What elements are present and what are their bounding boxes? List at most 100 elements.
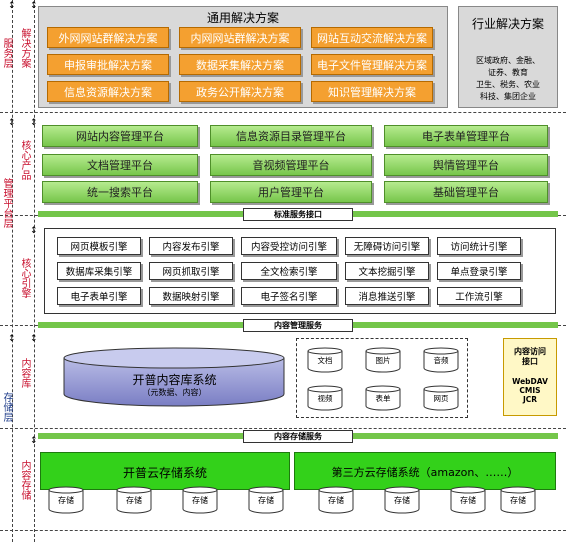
engine-item: 全文检索引擎 <box>241 262 337 280</box>
storage-unit: 存储 <box>318 486 354 514</box>
content-type-item-shape <box>423 347 459 373</box>
engine-item: 单点登录引擎 <box>437 262 521 280</box>
content-type-item-shape <box>307 385 343 411</box>
storage-unit-shape <box>182 486 218 514</box>
arrow-icon: ↕ <box>30 334 38 344</box>
engine-item: 访问统计引擎 <box>437 237 521 255</box>
storage-unit-shape <box>384 486 420 514</box>
divider-bottom <box>0 530 566 531</box>
product-item: 电子表单管理平台 <box>384 125 548 147</box>
solution-item: 网站互动交流解决方案 <box>311 27 433 48</box>
storage-unit: 存储 <box>450 486 486 514</box>
access-title-line: 接口 <box>522 357 538 366</box>
storage-unit-label: 存储 <box>510 496 526 505</box>
product-item: 用户管理平台 <box>210 181 372 203</box>
storage-unit: 存储 <box>48 486 84 514</box>
industry-line: 卫生、税务、农业 <box>476 80 540 89</box>
engine-item: 数据库采集引擎 <box>57 262 141 280</box>
label-content-repo: 内容库 <box>19 358 30 388</box>
storage-unit-shape <box>500 486 536 514</box>
axis-line-outer <box>12 0 13 542</box>
storage-unit: 存储 <box>182 486 218 514</box>
divider-service <box>0 112 566 113</box>
content-type-item: 音频 <box>423 347 459 373</box>
label-storage-layer: 存储层 <box>1 392 12 422</box>
label-service-layer: 服务层 <box>1 38 12 68</box>
storage-unit: 存储 <box>116 486 152 514</box>
core-products-area: 网站内容管理平台信息资源目录管理平台电子表单管理平台文档管理平台音视频管理平台舆… <box>38 119 558 207</box>
product-item: 信息资源目录管理平台 <box>210 125 372 147</box>
storage-unit-label: 存储 <box>192 496 208 505</box>
content-type-item-label: 文档 <box>317 356 333 365</box>
engines-panel: 网页模板引擎内容发布引擎内容受控访问引擎无障碍访问引擎访问统计引擎数据库采集引擎… <box>44 228 556 314</box>
engine-item: 消息推送引擎 <box>345 287 429 305</box>
label-core-products: 核心产品 <box>19 140 30 180</box>
product-item: 统一搜索平台 <box>42 181 198 203</box>
access-title-line: 内容访问 <box>514 347 546 356</box>
solution-item: 外网网站群解决方案 <box>47 27 169 48</box>
storage-unit: 存储 <box>500 486 536 514</box>
engine-item: 工作流引擎 <box>437 287 521 305</box>
product-item: 音视频管理平台 <box>210 154 372 176</box>
general-solutions-panel: 通用解决方案 外网网站群解决方案内网网站群解决方案网站互动交流解决方案申报审批解… <box>38 6 448 108</box>
label-solutions: 解决方案 <box>19 28 30 68</box>
content-type-item-shape <box>307 347 343 373</box>
label-core-engines: 核心引擎 <box>19 258 30 298</box>
storage-unit-shape <box>48 486 84 514</box>
solution-item: 电子文件管理解决方案 <box>311 54 433 75</box>
content-type-item-shape <box>365 347 401 373</box>
arrow-icon: ↕ <box>8 334 16 344</box>
storage-unit-shape <box>116 486 152 514</box>
solution-item: 政务公开解决方案 <box>179 81 301 102</box>
engine-item: 内容受控访问引擎 <box>241 237 337 255</box>
engine-item: 文本挖掘引擎 <box>345 262 429 280</box>
content-type-item-label: 图片 <box>375 356 391 365</box>
storage-unit-label: 存储 <box>126 496 142 505</box>
protocol-item: CMIS <box>519 386 541 395</box>
content-type-item: 网页 <box>423 385 459 411</box>
product-item: 网站内容管理平台 <box>42 125 198 147</box>
access-interface-box: 内容访问 接口 WebDAV CMIS JCR <box>503 338 557 416</box>
third-storage-box: 第三方云存储系统（amazon、……） <box>294 452 556 490</box>
engine-item: 无障碍访问引擎 <box>345 237 429 255</box>
content-type-item-label: 音频 <box>433 356 449 365</box>
product-item: 文档管理平台 <box>42 154 198 176</box>
storage-unit-label: 存储 <box>58 496 74 505</box>
protocol-item: JCR <box>522 395 538 404</box>
solution-item: 数据采集解决方案 <box>179 54 301 75</box>
content-type-item-label: 表单 <box>375 394 391 403</box>
content-type-item-label: 视频 <box>317 394 333 403</box>
engine-item: 电子签名引擎 <box>241 287 337 305</box>
engine-item: 网页模板引擎 <box>57 237 141 255</box>
content-type-item-shape <box>423 385 459 411</box>
engine-item: 内容发布引擎 <box>149 237 233 255</box>
solution-item: 申报审批解决方案 <box>47 54 169 75</box>
industry-line: 区域政府、金融、 <box>476 56 540 65</box>
arrow-icon: ↕ <box>30 436 38 446</box>
engine-item: 数据映射引擎 <box>149 287 233 305</box>
storage-unit-shape <box>450 486 486 514</box>
content-storage-label: 内容存储服务 <box>243 430 353 443</box>
industry-solutions-title: 行业解决方案 <box>471 17 544 31</box>
content-type-item: 表单 <box>365 385 401 411</box>
industry-solutions-list: 区域政府、金融、 证券、教育 卫生、税务、农业 科技、集团企业 <box>459 55 557 103</box>
storage-unit: 存储 <box>384 486 420 514</box>
divider-repo <box>0 428 566 429</box>
storage-unit-label: 存储 <box>258 496 274 505</box>
protocol-item: WebDAV <box>512 377 548 386</box>
axis-line-inner <box>34 0 35 542</box>
kaipu-storage-box: 开普云存储系统 <box>40 452 290 490</box>
storage-unit-label: 存储 <box>460 496 476 505</box>
product-item: 舆情管理平台 <box>384 154 548 176</box>
industry-line: 证券、教育 <box>488 68 528 77</box>
storage-unit-shape <box>318 486 354 514</box>
content-repo-name: 开普内容库系统 <box>132 373 217 387</box>
content-repo-sub: （元数据、内容） <box>142 388 207 397</box>
engine-item: 网页抓取引擎 <box>149 262 233 280</box>
content-mgmt-label: 内容管理服务 <box>243 319 353 332</box>
standard-interface-label: 标准服务接口 <box>243 208 353 221</box>
content-types-panel: 文档 图片 音频视频 表单 网页 <box>296 338 468 418</box>
content-type-item: 图片 <box>365 347 401 373</box>
solution-item: 知识管理解决方案 <box>311 81 433 102</box>
arrow-icon: ↕ <box>8 118 16 128</box>
